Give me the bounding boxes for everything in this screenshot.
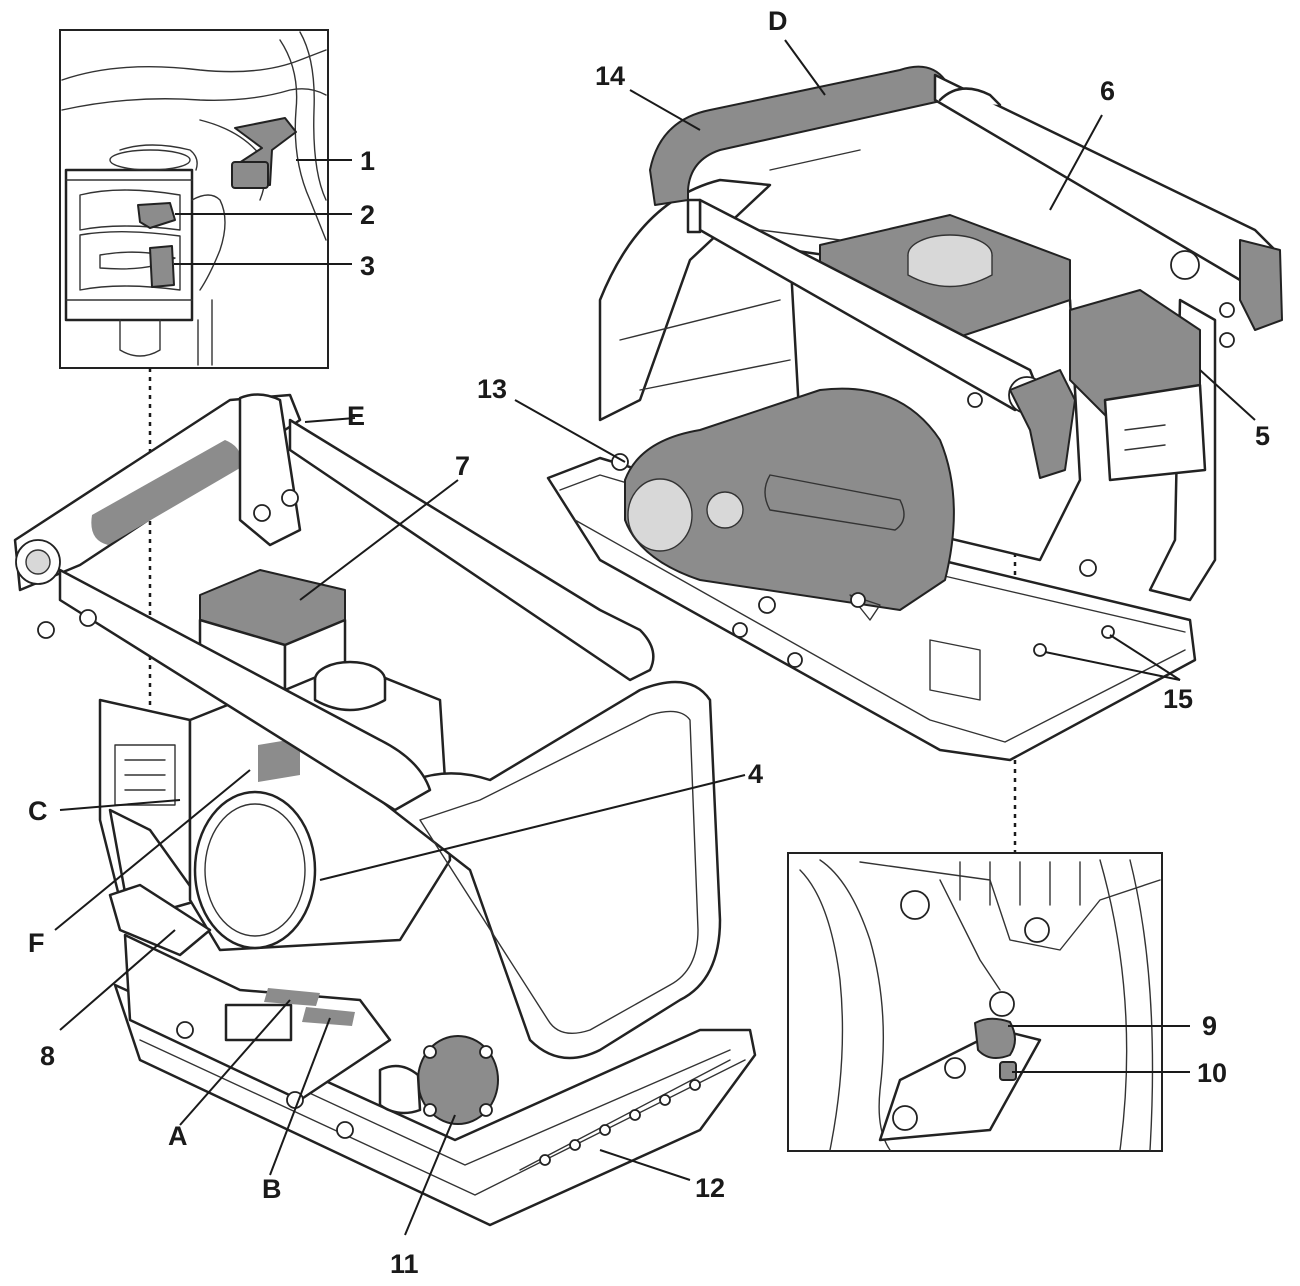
guide-handle: [649, 65, 946, 206]
callout-2: 2: [360, 200, 375, 230]
callout-12: 12: [695, 1173, 725, 1203]
callout-a: A: [168, 1121, 188, 1151]
inset-throttle-detail: [59, 29, 352, 369]
stop-lever: [974, 1017, 1016, 1060]
machine-front-view: [13, 393, 757, 1236]
callout-6: 6: [1100, 76, 1115, 106]
callout-4: 4: [748, 759, 763, 789]
inset-stop-lever-detail: [787, 852, 1190, 1152]
belt-guard: [624, 387, 955, 611]
callout-f: F: [28, 928, 45, 958]
callout-b: B: [262, 1174, 282, 1204]
label-f: [258, 738, 300, 782]
fuel-tap: [149, 245, 175, 288]
callout-5: 5: [1255, 421, 1270, 451]
callout-c: C: [28, 796, 48, 826]
callout-11: 11: [390, 1249, 419, 1279]
choke-switch: [137, 202, 176, 229]
callout-8: 8: [40, 1041, 55, 1071]
front-base-plate: [113, 983, 757, 1227]
callout-15: 15: [1163, 684, 1193, 714]
callout-d: D: [768, 6, 788, 36]
label-b: [302, 1007, 355, 1026]
callout-3: 3: [360, 251, 375, 281]
callout-1: 1: [360, 146, 375, 176]
callout-e: E: [347, 401, 365, 431]
callout-13: 13: [477, 374, 507, 404]
callout-7: 7: [455, 451, 470, 481]
machine-rear-view: [514, 39, 1283, 762]
callout-14: 14: [595, 61, 625, 91]
callout-10: 10: [1197, 1058, 1227, 1088]
callout-9: 9: [1202, 1011, 1217, 1041]
label-a: [264, 988, 320, 1006]
label-e: [91, 440, 241, 545]
lifting-eye-1: [1033, 643, 1047, 657]
